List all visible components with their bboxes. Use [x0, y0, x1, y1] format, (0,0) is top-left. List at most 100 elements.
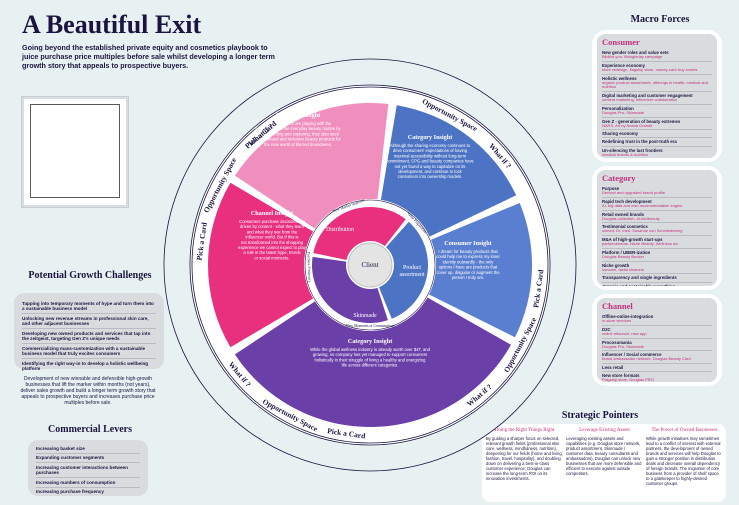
strategic-pointer-heading: Leverage Existing Assets	[579, 428, 630, 433]
insight-segment	[208, 182, 314, 348]
macro-force-example: organic product assortment, offerings in…	[602, 79, 708, 90]
page-subtitle: Going beyond the established private equ…	[22, 43, 275, 70]
macro-force-title: Transparency and single ingredients	[602, 275, 677, 281]
strategic-pointer-3: The Power of Owned Businesses While grow…	[646, 428, 723, 486]
macro-force-title: Influencer / Social commerce	[602, 352, 662, 358]
macro-force-title: Niche growth	[602, 262, 630, 268]
category-heading: Category	[602, 173, 636, 183]
list-item: Increasing purchase frequency	[36, 489, 104, 495]
macro-force-example: owned: Dr. med. Susanne von Schmiedeberg	[602, 228, 683, 234]
consumer-box: Consumer New gender roles and value sets…	[597, 34, 717, 158]
macro-force-title: Digital marketing and customer engagemen…	[602, 92, 693, 98]
center-label: Client	[361, 261, 378, 269]
macro-force-item: Sharing economy	[602, 130, 712, 139]
macro-force-example: Douglas collection, #Uniclbeauty	[602, 215, 660, 221]
segment-heading: Channel Insight	[251, 210, 294, 217]
macro-force-title: Un-silencing the last frontiers	[602, 147, 663, 153]
list-item: Developing new owned products and servic…	[22, 329, 156, 344]
macro-force-title: Testimonial cosmetics	[602, 224, 648, 230]
inner-section-label: Skinmade	[353, 313, 377, 319]
picture-frame-inner	[30, 104, 120, 198]
strategic-pointer-text: While growth initiatives may sometimes l…	[646, 436, 721, 486]
macro-force-title: Less retail	[602, 365, 624, 371]
macro-force-title: Holistic wellness	[602, 75, 637, 81]
strategic-pointers-heading: Strategic Pointers	[561, 410, 639, 421]
list-item: Expanding customer segments	[36, 454, 140, 464]
macro-force-example: parfumdreams, Niche Beauty, Wellness inc	[602, 241, 679, 247]
strategic-pointer-text: Leveraging existing assets and capabilit…	[566, 436, 642, 476]
inner-section-label: Distribution	[326, 227, 354, 233]
segment-heading: Category Insight	[276, 112, 321, 119]
center-circle	[347, 242, 393, 288]
macro-force-example: NARS, Art by Ariana Grande	[602, 122, 653, 128]
segment-heading: Consumer Insight	[444, 240, 492, 247]
strategic-pointer-text: By guiding a sharper focus on selected, …	[486, 436, 563, 481]
macro-force-example: in-store services	[602, 318, 632, 323]
macro-force-example: medical brands & nutrition	[602, 151, 649, 157]
insight-segment	[234, 297, 511, 427]
macro-force-title: Redefining trust in the post-truth era	[602, 139, 677, 145]
macro-forces-consumer-panel: Consumer New gender roles and value sets…	[592, 30, 722, 162]
segment-heading: Category Insight	[408, 134, 453, 141]
macro-force-example: AI, big data and own recommendation engi…	[602, 202, 683, 208]
macro-force-example: Biblifor-you, Bsingleday campaign	[602, 54, 663, 59]
growth-challenges-list: Tapping into temporary moments of hype a…	[14, 293, 164, 371]
strategic-pointer-heading: The Power of Owned Businesses	[651, 428, 718, 433]
list-item: Tapping into temporary moments of hype a…	[22, 299, 156, 314]
macro-force-title: New gender roles and value sets	[602, 50, 669, 55]
outer-ring-inner-line	[191, 86, 549, 444]
macro-force-example: brand ambassador network, Douglas Beauty…	[602, 356, 691, 362]
macro-force-example: store redesign, flagship store, money-ca…	[602, 66, 698, 72]
inner-section	[378, 221, 428, 319]
macro-force-title: M&A of high-growth start-ups	[602, 237, 663, 243]
macro-force-example: content marketing, influencer collaborat…	[602, 96, 678, 102]
macro-force-title: D2C	[602, 326, 611, 332]
macro-force-title: Platform / UBER-ization	[602, 249, 651, 255]
macro-force-title: Gen Z - generation of beauty extremes	[602, 118, 681, 124]
list-item: Increasing numbers of consumption	[36, 478, 140, 488]
macro-force-item: Organic and sustainable everythingKORA, …	[602, 283, 712, 286]
macro-force-title: Purpose	[602, 186, 620, 191]
segment-heading: Category Insight	[348, 338, 393, 345]
consumer-heading: Consumer	[602, 37, 640, 47]
insight-segment	[429, 203, 532, 338]
list-item: Unlocking new revenue streams in profess…	[22, 314, 156, 329]
macro-force-item: Redefining trust in the post-truth era	[602, 138, 712, 147]
inner-section	[312, 256, 388, 323]
list-item: Increasing customer interactions between…	[36, 463, 140, 479]
macro-force-title: Experience economy	[602, 62, 645, 68]
macro-force-title: Sharing economy	[602, 131, 639, 137]
macro-force-title: Offline-online-integration	[602, 314, 654, 319]
macro-force-title: Personalization	[602, 105, 634, 111]
strategic-pointer-1: Doing the Right Things Right By guiding …	[486, 428, 563, 481]
macro-force-example: Douglas Pro, Skinmade	[602, 343, 645, 349]
macro-forces-heading: Macro Forces	[630, 14, 690, 25]
strategic-pointer-heading: Doing the Right Things Right	[494, 428, 555, 433]
list-item: Increasing basket size	[36, 444, 140, 454]
segment-text: While the global wellness industry is al…	[310, 347, 431, 368]
macro-force-title: New store formats	[602, 373, 640, 379]
